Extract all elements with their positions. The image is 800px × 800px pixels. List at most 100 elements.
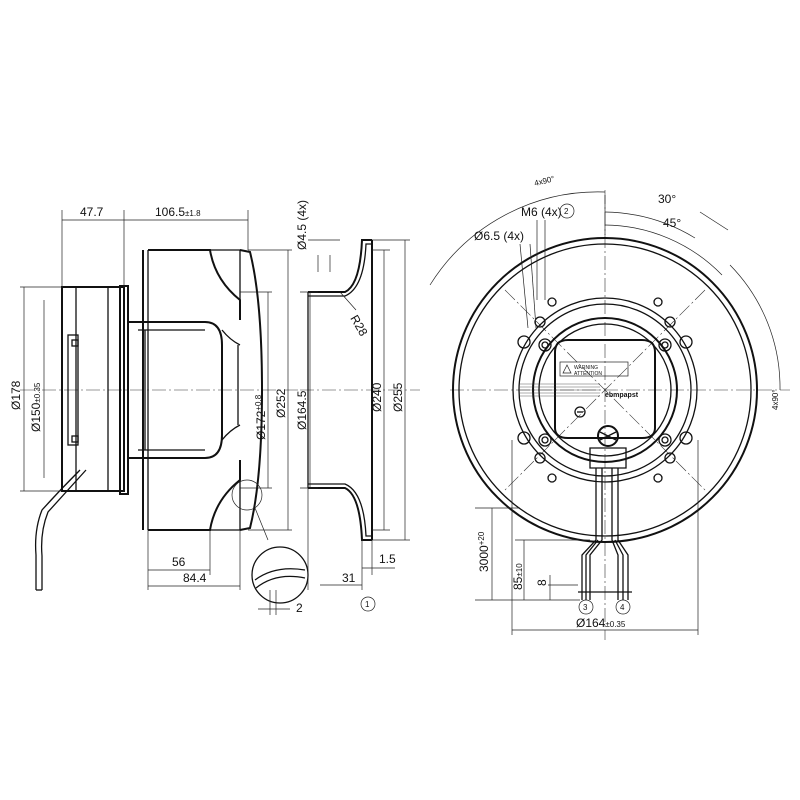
cable-line-2: [40, 469, 87, 590]
dim-172: Ø172+0.8: [254, 394, 268, 440]
angle-ext: [699, 211, 729, 231]
cable-bracket: [589, 447, 627, 469]
screw-core: [661, 341, 669, 349]
screw-core: [541, 436, 549, 444]
outer-hole: [653, 473, 663, 483]
front-view: WARNING ATTENTION ebmpapst 4x90° 4x90° 3…: [429, 174, 790, 640]
mount-boss: [679, 431, 693, 445]
angle-45: 45°: [663, 216, 681, 230]
nozzle-upper-inner: [308, 243, 372, 297]
dim-164: Ø164±0.35: [576, 616, 626, 630]
electronics-box: [67, 334, 79, 446]
angle-arc-30: [604, 211, 696, 239]
callout-4: 4: [620, 603, 625, 612]
blade-lower: [148, 460, 241, 531]
dim-m6: M6 (4x): [521, 205, 562, 219]
nozzle-lower-inner: [308, 483, 372, 537]
angle-30: 30°: [658, 192, 676, 206]
callout-circle-1: [360, 596, 376, 612]
cable-4-a: [611, 468, 619, 600]
section-view: Ø4.5 (4x) R28 Ø164.5 Ø240 Ø255 31 1.5 1: [295, 200, 420, 612]
inlet-ring: [239, 249, 264, 531]
front-diag-2: [504, 289, 706, 491]
inlet-circle-inner: [518, 303, 692, 477]
rotor-drum: [127, 321, 223, 459]
dim-252: Ø252: [274, 388, 288, 418]
hole-leader: [519, 243, 529, 329]
cable-3-a: [581, 468, 597, 600]
angle-arc-right: [729, 264, 781, 391]
box-tab-top: [71, 339, 79, 347]
dim-178: Ø178: [9, 380, 23, 410]
screw: [538, 338, 552, 352]
dim-240: Ø240: [370, 382, 384, 412]
dim-255: Ø255: [391, 382, 405, 412]
detail-circle: [251, 546, 309, 604]
cable-4-c: [614, 539, 624, 600]
outer-hole: [547, 297, 557, 307]
mounting-holes: [517, 297, 693, 483]
dim-164-5: Ø164.5: [295, 390, 309, 430]
outer-hole: [653, 297, 663, 307]
dim-150: Ø150±0.35: [29, 382, 43, 432]
inlet-circle: [512, 297, 698, 483]
callout-2: 2: [564, 207, 569, 216]
gland-cross: [599, 431, 617, 441]
dim-8: 8: [535, 579, 549, 586]
outer-ring: [452, 237, 758, 543]
detail-marker: [231, 479, 263, 511]
mount-hole: [534, 316, 546, 328]
dim-31: 31: [342, 571, 356, 585]
motor-flange: [61, 286, 125, 492]
angle-4x90-top: 4x90°: [533, 174, 555, 188]
cable-4-b: [617, 468, 629, 600]
angle-arc-45: [604, 224, 723, 276]
mount-hole: [664, 452, 676, 464]
callout-circle-2: [559, 203, 575, 219]
outer-hole: [547, 473, 557, 483]
screw-core: [541, 341, 549, 349]
mount-boss: [517, 431, 531, 445]
brand-logo-text: ebmpapst: [605, 392, 639, 399]
label-hatch: [520, 383, 600, 397]
angle-arc-top: [429, 191, 606, 286]
attention-text: ATTENTION: [574, 371, 602, 377]
dim-hole-6-5: Ø6.5 (4x): [474, 229, 524, 243]
warning-label: [559, 361, 629, 377]
detail-curve-2: [255, 575, 306, 589]
blade-upper: [148, 249, 241, 320]
screw: [658, 338, 672, 352]
screw-core: [661, 436, 669, 444]
dim-106-5: 106.5±1.8: [155, 205, 201, 219]
dim-2: 2: [296, 601, 303, 615]
mount-boss: [517, 335, 531, 349]
screw: [538, 433, 552, 447]
cable-gland: [597, 425, 619, 447]
dim-1-5: 1.5: [379, 552, 396, 566]
warning-text: WARNING: [574, 365, 598, 371]
screw: [658, 433, 672, 447]
blade-upper-inner: [221, 329, 241, 346]
hole-leader-2: [529, 243, 537, 329]
cable-3-c: [585, 539, 599, 600]
callout-3: 3: [583, 603, 588, 612]
dim-85: 85±10: [511, 563, 525, 590]
cable-line-1: [34, 469, 81, 590]
cable-3-b: [589, 468, 603, 600]
dim-r28: R28: [347, 313, 370, 339]
dim-hole-4-5: Ø4.5 (4x): [295, 200, 309, 250]
dim-3000: 3000+20: [477, 531, 491, 572]
detail-curve: [254, 568, 306, 581]
mount-hole: [534, 452, 546, 464]
dim-56: 56: [172, 555, 186, 569]
callout-1: 1: [365, 600, 370, 609]
box-tab-bottom: [71, 435, 79, 443]
radius-leader: [339, 291, 357, 311]
dim-47-7: 47.7: [80, 205, 104, 219]
electronics-housing: [554, 339, 656, 439]
angle-4x90-right: 4x90°: [771, 389, 780, 410]
ground-icon: [574, 406, 586, 418]
mount-boss: [679, 335, 693, 349]
